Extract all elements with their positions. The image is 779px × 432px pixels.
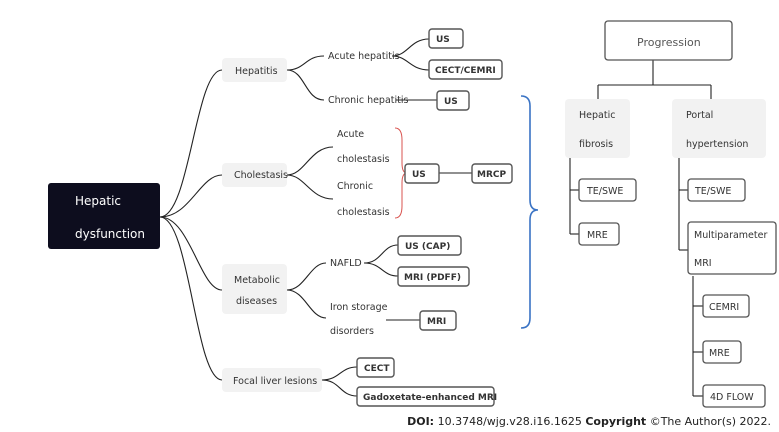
progression-title: Progression	[637, 36, 701, 49]
subitem-chronic-cholestasis-line1: Chronic	[337, 181, 373, 192]
progression-connectors	[569, 60, 712, 397]
portal-line1: Portal	[686, 110, 713, 121]
method-box-cect-cemri: CECT/CEMRI	[435, 66, 496, 76]
subitem-acute-cholestasis-line2: cholestasis	[337, 154, 390, 165]
fibrosis-line1: Hepatic	[579, 110, 615, 121]
method-box-us-cholestasis: US	[412, 170, 426, 180]
category-focal-label: Focal liver lesions	[233, 376, 317, 387]
footer-copyright: ©The Author(s) 2022.	[649, 415, 771, 428]
method-box-gadoxetate-mri: Gadoxetate-enhanced MRI	[363, 393, 497, 403]
fibrosis-method-te-swe: TE/SWE	[586, 186, 623, 197]
subitem-nafld: NAFLD	[330, 258, 362, 269]
method-box-us-acute-hepatitis: US	[436, 35, 450, 45]
progression-bracket	[520, 95, 539, 329]
category-cholestasis-label: Cholestasis	[234, 170, 288, 181]
footer-doi-label: DOI:	[407, 415, 435, 428]
category-hepatitis: Hepatitis	[222, 58, 287, 82]
subitem-acute-hepatitis: Acute hepatitis	[328, 51, 400, 62]
subitem-chronic-hepatitis: Chronic hepatitis	[328, 95, 409, 106]
portal-method-te-swe: TE/SWE	[694, 186, 731, 197]
root-node: Hepatic dysfunction	[48, 183, 160, 249]
category-focal: Focal liver lesions	[222, 368, 322, 392]
subitem-acute-cholestasis-line1: Acute	[337, 129, 364, 140]
method-box-cect: CECT	[364, 364, 390, 374]
category-hepatitis-label: Hepatitis	[235, 66, 278, 77]
progression-title-box: Progression	[604, 20, 733, 61]
footer-citation: DOI: 10.3748/wjg.v28.i16.1625 Copyright …	[407, 415, 771, 428]
footer-doi: 10.3748/wjg.v28.i16.1625	[437, 415, 582, 428]
method-box-us-cap: US (CAP)	[405, 242, 450, 252]
portal-node: Portal hypertension	[672, 99, 766, 158]
method-box-us-chronic-hepatitis: US	[444, 97, 458, 107]
method-box-mri-iron: MRI	[427, 317, 446, 327]
portal-submethod-mre: MRE	[709, 348, 730, 359]
fibrosis-method-mre: MRE	[587, 230, 608, 241]
root-line2: dysfunction	[75, 227, 145, 241]
portal-line2: hypertension	[686, 139, 748, 150]
root-line1: Hepatic	[75, 194, 121, 208]
portal-method-multiparameter-line1: Multiparameter	[694, 230, 767, 241]
subitem-iron-line1: Iron storage	[330, 302, 388, 313]
portal-submethod-4d-flow: 4D FLOW	[710, 392, 754, 403]
category-metabolic-label-line2: diseases	[236, 296, 277, 307]
portal-method-multiparameter-line2: MRI	[694, 258, 712, 269]
connectors	[159, 38, 472, 397]
subitem-iron-line2: disorders	[330, 326, 374, 337]
fibrosis-line2: fibrosis	[579, 139, 613, 150]
method-box-mrcp: MRCP	[477, 170, 506, 180]
portal-submethod-cemri: CEMRI	[709, 302, 739, 313]
footer-copyright-label: Copyright	[585, 415, 647, 428]
category-cholestasis: Cholestasis	[222, 163, 288, 187]
method-box-mri-pdff: MRI (PDFF)	[404, 273, 461, 283]
subitem-chronic-cholestasis-line2: cholestasis	[337, 207, 390, 218]
category-metabolic: Metabolic diseases	[222, 264, 287, 314]
category-metabolic-label-line1: Metabolic	[234, 275, 280, 286]
fibrosis-node: Hepatic fibrosis	[565, 99, 630, 158]
